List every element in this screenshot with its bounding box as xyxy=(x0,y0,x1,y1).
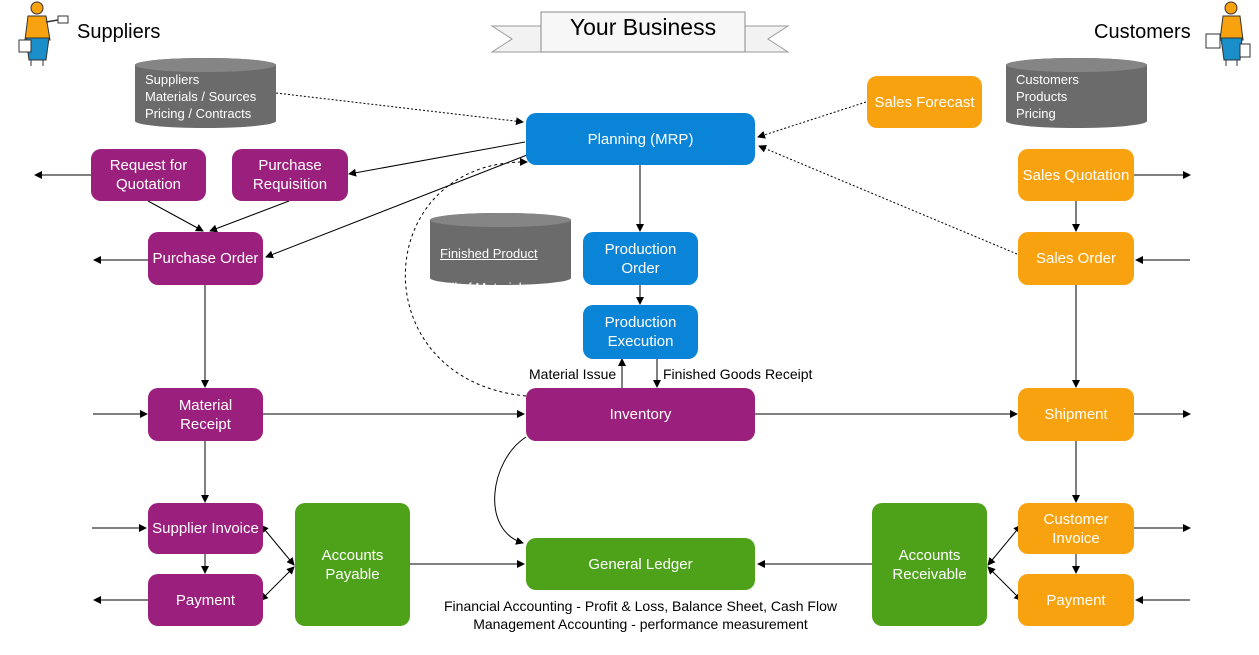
customers-label: Customers xyxy=(1094,21,1191,43)
purchase-order-node[interactable]: Purchase Order xyxy=(148,232,263,285)
product-database: Finished Product Bill of Materials Routi… xyxy=(430,213,571,312)
arrow-sales-order-to-planning xyxy=(758,145,1018,255)
arrow-rfq-to-po xyxy=(147,200,204,232)
supplier-database-text: Suppliers Materials / Sources Pricing / … xyxy=(145,72,257,121)
request-for-quotation-node[interactable]: Request for Quotation xyxy=(91,149,206,201)
arrow-inventory-to-planning-dashed xyxy=(404,157,528,397)
title-banner xyxy=(490,11,790,53)
production-execution-node[interactable]: Production Execution xyxy=(583,305,698,359)
arrow-invoice-ap-link xyxy=(260,524,295,566)
material-receipt-node[interactable]: Material Receipt xyxy=(148,388,263,441)
arrow-requisition-to-po xyxy=(209,200,290,233)
product-database-text: Bill of Materials Routing xyxy=(440,280,529,312)
material-issue-label: Material Issue xyxy=(529,366,617,382)
supplier-invoice-node[interactable]: Supplier Invoice xyxy=(148,503,263,554)
shipment-node[interactable]: Shipment xyxy=(1018,388,1134,441)
customer-payment-node[interactable]: Payment xyxy=(1018,574,1134,626)
general-ledger-node[interactable]: General Ledger xyxy=(526,538,755,590)
supplier-database: Suppliers Materials / Sources Pricing / … xyxy=(135,58,276,128)
customer-invoice-node[interactable]: Customer Invoice xyxy=(1018,503,1134,554)
banner-title: Your Business xyxy=(569,14,717,40)
supplier-payment-node[interactable]: Payment xyxy=(148,574,263,626)
arrow-forecast-to-planning xyxy=(757,101,867,139)
arrow-planning-to-purchase-order xyxy=(265,154,528,259)
accounts-receivable-node[interactable]: Accounts Receivable xyxy=(872,503,987,626)
finished-goods-receipt-label: Finished Goods Receipt xyxy=(663,366,813,382)
arrow-planning-to-requisition xyxy=(348,141,526,177)
product-database-underlined: Finished Product xyxy=(440,246,538,261)
sales-quotation-node[interactable]: Sales Quotation xyxy=(1018,149,1134,201)
inventory-node[interactable]: Inventory xyxy=(526,388,755,441)
arrow-cpayment-ar-link xyxy=(987,566,1022,601)
production-order-node[interactable]: Production Order xyxy=(583,232,698,285)
footnote-management-accounting: Management Accounting - performance meas… xyxy=(473,616,808,632)
footnote-financial-accounting: Financial Accounting - Profit & Loss, Ba… xyxy=(444,598,837,614)
planning-node[interactable]: Planning (MRP) xyxy=(526,113,755,165)
sales-order-node[interactable]: Sales Order xyxy=(1018,232,1134,285)
supplier-person-icon xyxy=(18,1,69,66)
arrow-cinvoice-ar-link xyxy=(987,524,1022,566)
customer-database: Customers Products Pricing xyxy=(1006,58,1147,128)
accounts-payable-node[interactable]: Accounts Payable xyxy=(295,503,410,626)
arrow-inventory-to-ledger xyxy=(494,436,527,545)
sales-forecast-node[interactable]: Sales Forecast xyxy=(867,76,982,128)
arrow-payment-ap-link xyxy=(260,566,295,601)
suppliers-label: Suppliers xyxy=(77,21,161,43)
customer-database-text: Customers Products Pricing xyxy=(1016,72,1079,121)
purchase-requisition-node[interactable]: Purchase Requisition xyxy=(232,149,348,201)
customer-person-icon xyxy=(1205,1,1251,66)
arrow-supplier-data-to-planning xyxy=(275,92,524,126)
